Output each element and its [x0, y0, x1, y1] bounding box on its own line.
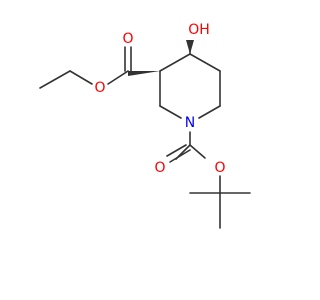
bond-c4-c5 [189, 53, 221, 72]
bond-c3-c4 [159, 53, 191, 72]
bond-carbamate-double-a [166, 144, 187, 157]
bond-carbamate-double-b [169, 149, 191, 163]
hydroxyl-label: OH [188, 22, 210, 38]
bond-ester-o-carbonyl [107, 70, 129, 85]
structure-diagram: OH O O N O O [39, 22, 251, 229]
molecule-canvas: OH O O N O O [39, 22, 251, 229]
bond-ethyl-methyl [39, 70, 71, 89]
ester-ether-oxygen-label: O [94, 80, 105, 96]
carbamate-double-bond [166, 144, 191, 163]
bonds [39, 40, 251, 229]
carbamate-carbonyl-oxygen-label: O [154, 160, 165, 176]
wedge-hydroxyl [186, 40, 194, 54]
nitrogen-label: N [185, 115, 195, 131]
carbamate-ether-oxygen-label: O [214, 160, 225, 176]
wedge-ester [128, 71, 160, 76]
ester-carbonyl-oxygen-label: O [122, 31, 133, 47]
bond-n-c2 [159, 105, 182, 119]
bond-ethyl-ch2-o [69, 70, 93, 85]
bond-carbonyl-ether [189, 144, 206, 159]
bond-c6-n [198, 105, 221, 119]
